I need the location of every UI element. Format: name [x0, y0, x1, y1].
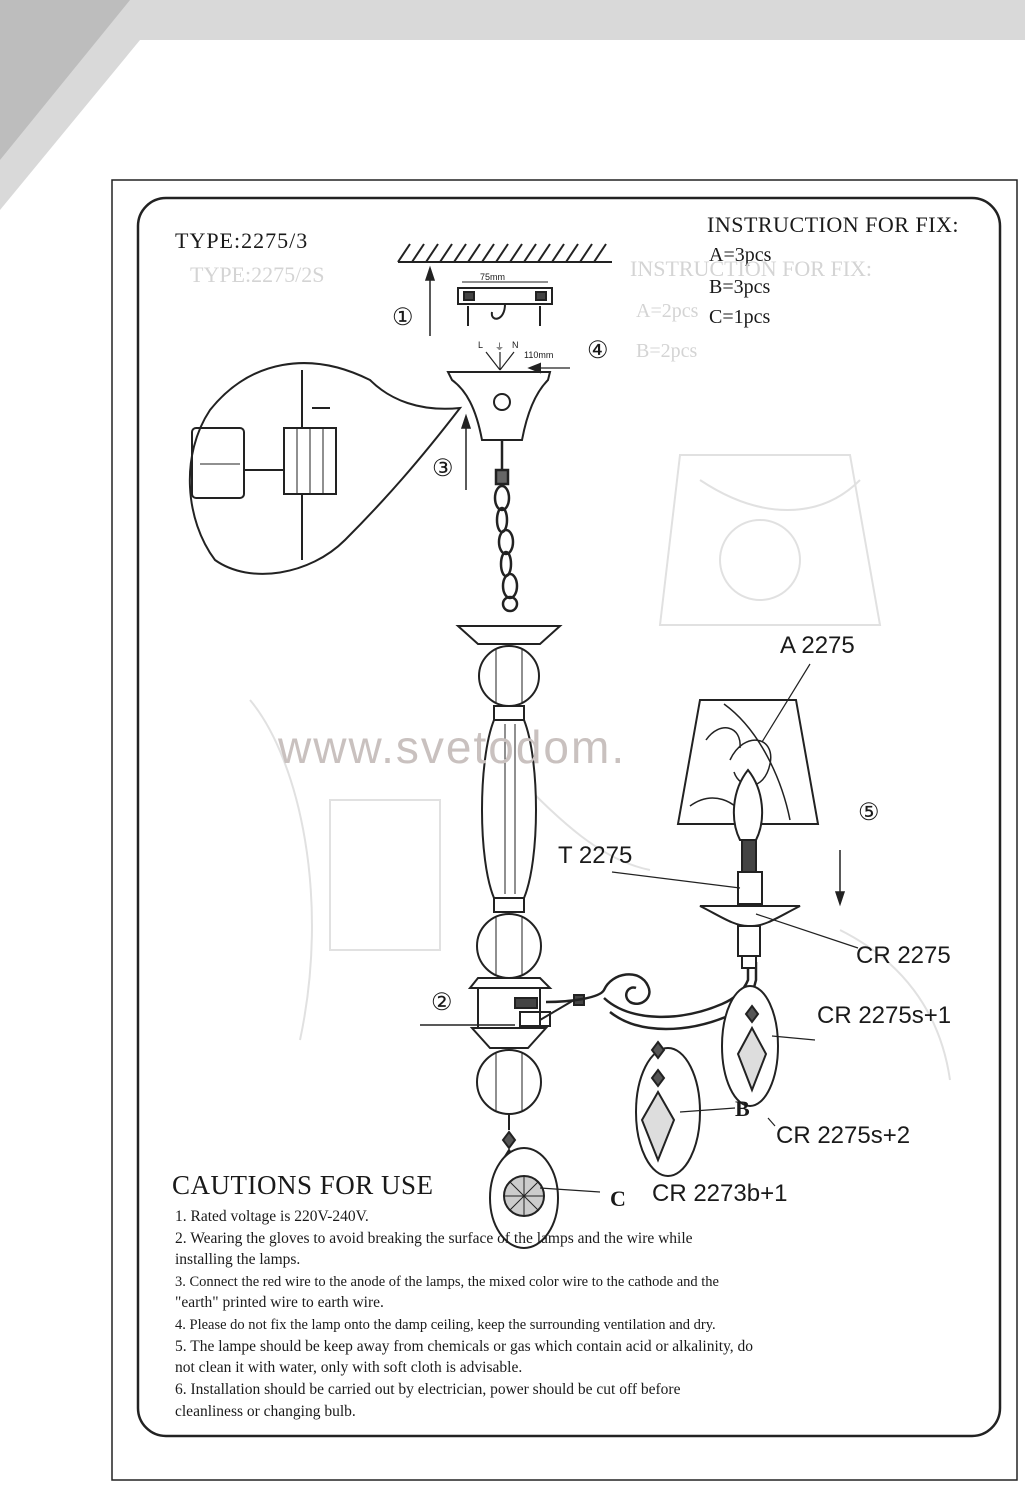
inner-frame — [136, 196, 1002, 1438]
page-corner — [0, 0, 130, 160]
caution-line-3: installing the lamps. — [175, 1251, 301, 1268]
caution-line-5: "earth" printed wire to earth wire. — [175, 1294, 384, 1311]
caution-line-8: not clean it with water, only with soft … — [175, 1359, 523, 1376]
ceiling-hatch — [397, 243, 612, 263]
label-crystal-b1: CR 2273b+1 — [652, 1180, 788, 1207]
crystal-drop-right — [721, 985, 779, 1107]
step3-arrow — [460, 413, 472, 490]
label-cup: CR 2275 — [856, 942, 951, 969]
step-number-5: ⑤ — [858, 800, 880, 826]
leader-lines — [539, 663, 859, 1193]
caution-line-4: 3. Connect the red wire to the anode of … — [175, 1274, 719, 1290]
step5-arrow — [834, 850, 846, 907]
center-column — [455, 625, 563, 1130]
pendant-crystal-c — [489, 1130, 559, 1249]
type-label: TYPE:2275/3 — [175, 228, 309, 253]
caution-line-7: 5. The lampe should be keep away from ch… — [175, 1338, 754, 1355]
step-number-2: ② — [431, 990, 453, 1016]
caution-line-9: 6. Installation should be carried out by… — [175, 1381, 681, 1398]
step-number-1: ① — [392, 305, 414, 331]
canopy — [446, 351, 570, 441]
caution-line-2: 2. Wearing the gloves to avoid breaking … — [175, 1230, 693, 1247]
label-crystal-s1: CR 2275s+1 — [817, 1002, 952, 1029]
caution-line-6: 4. Please do not fix the lamp onto the d… — [175, 1317, 716, 1333]
ghost-diagram — [249, 454, 951, 1081]
step-number-3: ③ — [432, 456, 454, 482]
caution-line-1: 1. Rated voltage is 220V-240V. — [175, 1208, 369, 1225]
terminal-callout — [188, 362, 463, 575]
wire-mark-n: N — [512, 340, 519, 350]
instruction-item-a: A=3pcs — [709, 244, 772, 266]
label-letter-c: C — [610, 1186, 626, 1211]
instruction-item-b: B=3pcs — [709, 276, 771, 298]
page-edge-shadow — [0, 0, 1025, 210]
label-shade: A 2275 — [780, 632, 855, 659]
crystal-drop-left — [635, 1040, 701, 1177]
caution-line-10: cleanliness or changing bulb. — [175, 1403, 356, 1420]
outer-frame — [111, 179, 1018, 1481]
bracket-dimension: 75mm — [480, 272, 506, 282]
step1-arrow — [424, 265, 436, 336]
canopy-dimension: 110mm — [524, 350, 554, 360]
lamp-shade — [676, 699, 820, 841]
ghost-item-b: B=2pcs — [636, 340, 698, 362]
instruction-item-c: C=1pcs — [709, 306, 771, 328]
ghost-instruction-title: INSTRUCTION FOR FIX: — [630, 256, 873, 281]
step-number-4: ④ — [587, 338, 609, 364]
instruction-title: INSTRUCTION FOR FIX: — [707, 212, 960, 237]
wire-mark-earth: ⏚ — [495, 342, 505, 352]
ghost-type-label: TYPE:2275/2S — [190, 262, 325, 287]
watermark: www.svetodom. — [278, 721, 627, 773]
mounting-bracket — [457, 281, 553, 326]
wire-mark-l: L — [478, 340, 484, 350]
label-letter-b: B — [735, 1096, 750, 1121]
label-tube: T 2275 — [558, 842, 633, 869]
chain — [493, 440, 519, 613]
candle-cup — [699, 839, 801, 969]
ghost-item-a: A=2pcs — [636, 300, 699, 322]
label-crystal-s2: CR 2275s+2 — [776, 1122, 911, 1149]
cautions-title: CAUTIONS FOR USE — [172, 1170, 434, 1200]
